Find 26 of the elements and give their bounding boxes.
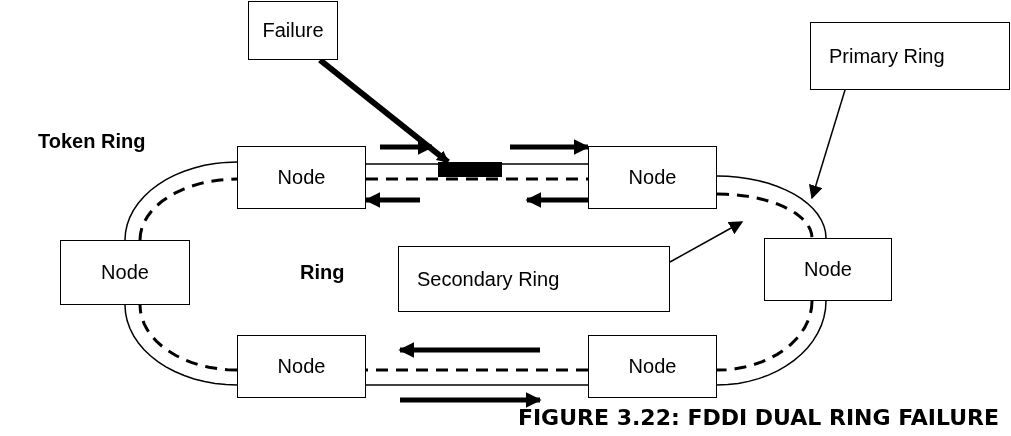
leader-line: [669, 221, 744, 263]
ring-line: [138, 177, 238, 241]
text-box: Failure: [248, 1, 338, 60]
text-box: Node: [237, 146, 366, 209]
text-box: Node: [588, 146, 717, 209]
diagram-label: Ring: [300, 261, 345, 284]
ring-line: [365, 384, 589, 386]
diagram-label: Token Ring: [38, 130, 146, 153]
text-box: Node: [764, 238, 892, 301]
text-box: Primary Ring: [810, 22, 1010, 90]
ring-line: [366, 368, 588, 372]
leader-line: [809, 89, 846, 200]
ring-line: [124, 161, 238, 241]
text-box: Secondary Ring: [398, 246, 670, 312]
ring-line: [716, 300, 814, 372]
text-box: Node: [237, 335, 366, 398]
ring-line: [138, 304, 238, 372]
ring-line: [716, 175, 827, 239]
ring-line: [716, 300, 827, 386]
ring-line: [124, 304, 238, 386]
ring-line: [366, 177, 588, 181]
failure-block: [438, 162, 502, 177]
text-box: Node: [588, 335, 717, 398]
text-box: Node: [60, 240, 190, 305]
ring-line: [716, 192, 814, 239]
figure-caption: FIGURE 3.22: FDDI DUAL RING FAILURE: [517, 405, 999, 430]
